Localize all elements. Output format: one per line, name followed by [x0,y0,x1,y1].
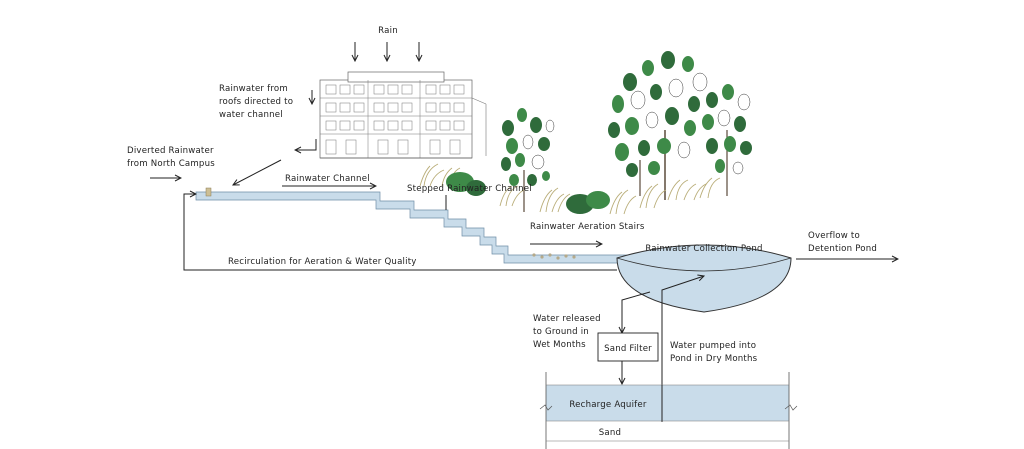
released-label-line3: Wet Months [533,340,586,350]
tree-icon [702,84,752,196]
rainwater-channel-label: Rainwater Channel [285,174,370,184]
stepped-channel-label: Stepped Rainwater Channel [407,184,532,194]
sand-filter-label: Sand Filter [604,344,652,354]
sand-label: Sand [599,428,621,438]
recirculation-loop [183,194,617,271]
collection-pond-label: Rainwater Collection Pond [645,244,762,254]
sand-filter-box [597,332,659,362]
aeration-stairs-label: Rainwater Aeration Stairs [530,222,645,232]
overflow-label-line1: Overflow to [808,231,860,241]
tree-icon [608,51,708,200]
roof-to-channel-arrow [233,159,282,185]
diverted-label-line2: from North Campus [127,159,215,169]
roof-water-label-line2: roofs directed to [219,97,293,107]
roof-water-label-line3: water channel [219,110,283,120]
grass-icon [419,163,721,215]
aeration-stones [532,253,576,260]
tree-icon [501,108,555,212]
release-to-filter-arrow [622,291,651,333]
diverted-label-line1: Diverted Rainwater [127,146,214,156]
pond-rim [616,257,792,272]
inlet-marker [205,187,212,197]
arrow-left-icon [295,139,317,150]
recharge-aquifer-label: Recharge Aquifer [569,400,646,410]
rain-arrows [312,42,419,104]
rain-label: Rain [378,26,398,36]
pump-line-arrow [661,276,704,422]
aquifer-section [539,372,798,449]
roof-water-label-line1: Rainwater from [219,84,288,94]
released-label-line2: to Ground in [533,327,589,337]
pumped-label-line1: Water pumped into [670,341,756,351]
collection-pond [616,244,792,313]
building-icon [319,71,487,159]
overflow-label-line2: Detention Pond [808,244,877,254]
released-label-line1: Water released [533,314,601,324]
recirculation-label: Recirculation for Aeration & Water Quali… [228,257,417,267]
pumped-label-line2: Pond in Dry Months [670,354,758,364]
